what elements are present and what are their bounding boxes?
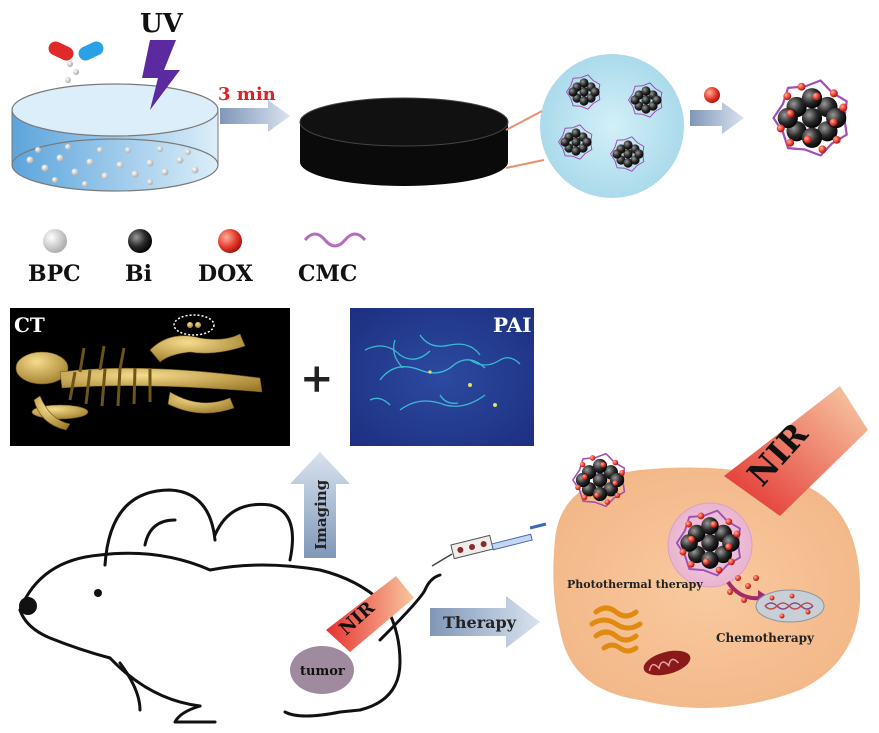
gray-sphere-icon (43, 229, 67, 253)
tumor-highlight (173, 314, 215, 336)
nucleus-dna (755, 589, 825, 623)
legend-label-dox: DOX (198, 261, 254, 287)
therapy-arrow: Therapy (430, 596, 540, 648)
bi-nanoparticle-cluster (558, 124, 593, 160)
mouse-outline (18, 488, 442, 724)
mouse-nose (19, 597, 37, 615)
chemotherapy-label: Chemotherapy (716, 631, 815, 645)
bi-nanoparticle-cluster (772, 79, 848, 157)
pai-panel: PAI (350, 308, 534, 446)
bi-nanoparticle-cluster (675, 509, 741, 577)
legend-label-bpc: BPC (28, 261, 81, 287)
ct-label: CT (14, 313, 45, 337)
uv-bolt-icon (142, 40, 180, 110)
zoom-circle (540, 54, 684, 198)
nir-beam-small: NIR (326, 576, 414, 652)
dox-loading-arrow (690, 87, 744, 134)
cell-nanoparticle-small (572, 452, 626, 508)
cell-nanoparticle-large (675, 509, 741, 577)
tumor-ellipse: tumor (290, 646, 354, 694)
legend-label-cmc: CMC (298, 261, 357, 287)
syringe-icon (431, 522, 547, 567)
legend: BPC Bi DOX CMC (28, 229, 367, 287)
petri-dish-black (299, 97, 509, 186)
red-sphere-icon (218, 229, 242, 253)
petri-dish-blue (11, 83, 219, 192)
bi-nanoparticle-cluster (628, 82, 663, 118)
imaging-arrow-label: Imaging (312, 479, 330, 550)
bi-nanoparticle-cluster (566, 74, 601, 110)
black-sphere-icon (128, 229, 152, 253)
released-dox (727, 575, 759, 603)
time-label: 3 min (218, 84, 276, 105)
plus-sign: + (300, 355, 334, 402)
pai-label: PAI (493, 313, 531, 337)
legend-label-bi: Bi (125, 261, 152, 287)
purple-wave-icon (303, 232, 367, 248)
mouse-eye (94, 589, 102, 597)
mitochondria-icon (643, 650, 691, 676)
pai-vessels (364, 334, 521, 411)
bi-nanoparticle-cluster (572, 452, 626, 508)
ct-skeleton (15, 333, 263, 431)
synthesis-arrow (220, 100, 290, 132)
ct-panel: CT (10, 308, 290, 446)
bi-nanoparticle-cluster (610, 136, 645, 172)
tumor-label: tumor (300, 664, 345, 679)
dox-loaded-nanoparticle (772, 79, 848, 157)
photothermal-label: Photothermal therapy (567, 578, 703, 591)
tumor-cell (553, 467, 861, 708)
therapy-arrow-label: Therapy (443, 613, 517, 632)
zoom-nanoparticles (558, 74, 663, 172)
uv-label: UV (140, 9, 184, 39)
capsule-icon (48, 41, 104, 61)
organelle-er-icon (589, 605, 643, 654)
zoom-lines (505, 109, 545, 169)
imaging-arrow: Imaging (290, 452, 350, 558)
